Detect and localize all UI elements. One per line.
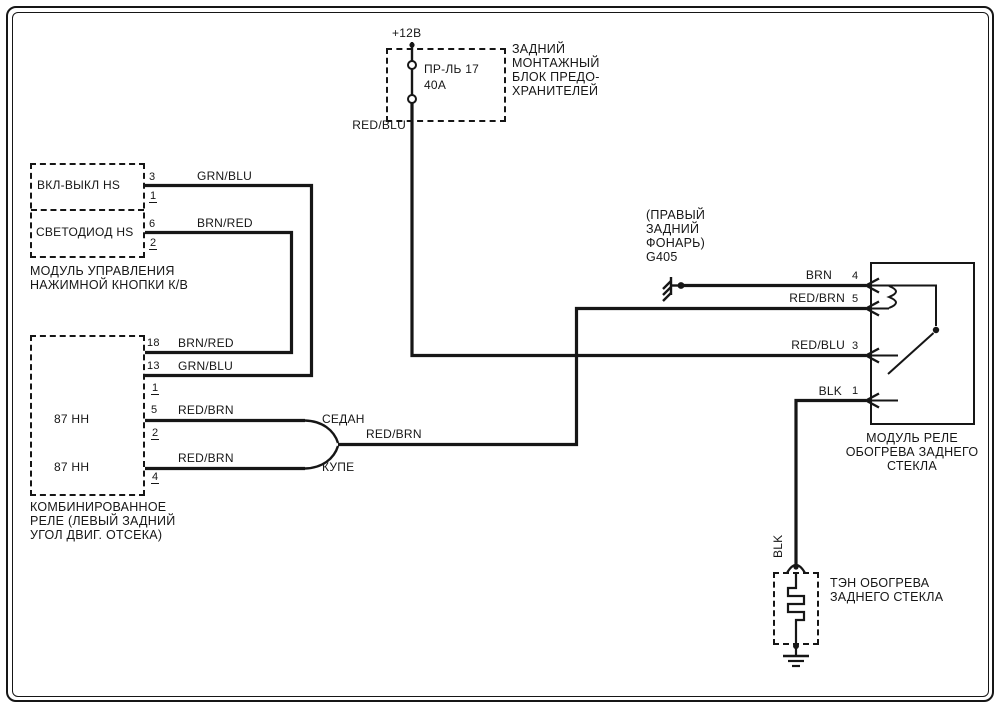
wire-brn-red <box>145 230 294 355</box>
combo-relay-caption-line: УГОЛ ДВИГ. ОТСЕКА) <box>30 528 163 542</box>
fuse-box-caption-line: ЗАДНИЙ <box>512 42 566 56</box>
relay-module-caption: МОДУЛЬ РЕЛЕ ОБОГРЕВА ЗАДНЕГО СТЕКЛА <box>822 431 1000 473</box>
relay-coil-icon <box>886 285 897 309</box>
relay-module-caption-line: ОБОГРЕВА ЗАДНЕГО <box>845 445 979 459</box>
fuse-box <box>386 48 506 122</box>
sedan-label: СЕДАН <box>322 412 365 426</box>
switch-label: ВКЛ-ВЫКЛ HS <box>37 178 121 192</box>
tail-lamp-ground-caption-line: ФОНАРЬ) <box>646 236 706 250</box>
relay-pin-number-4: 4 <box>852 270 859 282</box>
fuse-terminal-top <box>407 60 417 70</box>
tail-lamp-ground-caption-line: G405 <box>646 250 678 264</box>
fuse-symbol <box>407 42 417 104</box>
internal-terminal-87-b: 87 НН <box>54 460 90 474</box>
relay-pin-arrow-icons <box>863 277 880 409</box>
heater-element-symbol <box>783 563 809 668</box>
pin-number-13: 13 <box>147 360 160 372</box>
wire-label-brn: BRN <box>805 268 832 282</box>
wire-label-red-blu-pin3: RED/BLU <box>791 338 845 352</box>
combo-relay-caption-line: РЕЛЕ (ЛЕВЫЙ ЗАДНИЙ <box>30 514 176 528</box>
wire-red-brn-merged <box>338 306 866 447</box>
relay-module-caption-line: СТЕКЛА <box>887 459 937 473</box>
pin-number-2: 2 <box>149 237 158 250</box>
control-module-divider <box>31 209 144 211</box>
wire-label-red-brn-pin5: RED/BRN <box>789 291 845 305</box>
tail-lamp-ground-caption: (ПРАВЫЙ ЗАДНИЙ ФОНАРЬ) G405 <box>646 208 705 264</box>
control-module-caption-line: МОДУЛЬ УПРАВЛЕНИЯ <box>30 264 175 278</box>
pin-number-2-combo: 2 <box>151 427 160 440</box>
pin-number-4-combo: 4 <box>151 471 160 484</box>
wire-label-blk-pin1: BLK <box>818 384 842 398</box>
combo-relay-caption: КОМБИНИРОВАННОЕ РЕЛЕ (ЛЕВЫЙ ЗАДНИЙ УГОЛ … <box>30 500 176 542</box>
ground-g405-symbol <box>662 277 685 302</box>
wire-label-grn-blu: GRN/BLU <box>197 169 253 183</box>
page-frame-inner <box>11 11 989 697</box>
pin-number-4-combo-text: 4 <box>151 471 160 484</box>
resistor-icon <box>786 572 806 645</box>
heater-caption-line: ТЭН ОБОГРЕВА <box>830 576 930 590</box>
led-label: СВЕТОДИОД HS <box>36 225 134 239</box>
combo-relay-caption-line: КОМБИНИРОВАННОЕ <box>30 500 167 514</box>
pin-number-1-combo-text: 1 <box>151 382 160 395</box>
control-module-caption: МОДУЛЬ УПРАВЛЕНИЯ НАЖИМНОЙ КНОПКИ К/В <box>30 264 188 292</box>
supply-voltage-label: +12В <box>392 26 422 40</box>
relay-contact-dot <box>932 326 940 334</box>
wire-red-blu-main <box>410 103 866 358</box>
wire-label-blk-vertical: BLK <box>771 534 785 558</box>
tail-lamp-ground-caption-line: ЗАДНИЙ <box>646 222 700 236</box>
pin-number-18: 18 <box>147 337 160 349</box>
wire-label-brn-red-18: BRN/RED <box>178 336 234 350</box>
pin-number-1-combo: 1 <box>151 382 160 395</box>
relay-module-caption-line: МОДУЛЬ РЕЛЕ <box>866 431 958 445</box>
fuse-box-caption-line: МОНТАЖНЫЙ <box>512 56 600 70</box>
pin-number-2-text: 2 <box>149 237 158 250</box>
wire-label-red-brn-4: RED/BRN <box>178 451 234 465</box>
relay-internal-schematic <box>866 284 940 402</box>
fuse-rating-label: 40А <box>424 78 447 92</box>
fuse-box-caption: ЗАДНИЙ МОНТАЖНЫЙ БЛОК ПРЕДО- ХРАНИТЕЛЕЙ <box>512 42 600 98</box>
wire-label-red-blu-out: RED/BLU <box>352 118 406 132</box>
wire-grn-blu <box>145 183 314 378</box>
pin-number-1-text: 1 <box>149 190 158 203</box>
pin-number-2-combo-text: 2 <box>151 427 160 440</box>
relay-module-box <box>870 262 975 425</box>
page-frame-outer <box>6 6 994 702</box>
relay-pin-number-5: 5 <box>852 293 859 305</box>
pin-number-3: 3 <box>149 171 156 183</box>
pin-number-1: 1 <box>149 190 158 203</box>
fuse-box-caption-line: ХРАНИТЕЛЕЙ <box>512 84 599 98</box>
relay-pin-number-3: 3 <box>852 340 859 352</box>
heater-caption: ТЭН ОБОГРЕВА ЗАДНЕГО СТЕКЛА <box>830 576 943 604</box>
relay-switch-blade <box>887 332 935 375</box>
pin-number-5-combo: 5 <box>151 404 158 416</box>
coupe-label: КУПЕ <box>322 460 355 474</box>
heater-caption-line: ЗАДНЕГО СТЕКЛА <box>830 590 944 604</box>
merge-brace <box>304 419 340 470</box>
fuse-name-label: ПР-ЛЬ 17 <box>424 62 480 76</box>
internal-terminal-87-a: 87 НН <box>54 412 90 426</box>
fuse-terminal-bottom <box>407 94 417 104</box>
relay-pin-number-1: 1 <box>852 385 859 397</box>
combo-relay-box <box>30 335 145 496</box>
wire-label-red-brn-merged: RED/BRN <box>366 427 422 441</box>
pin-number-6: 6 <box>149 218 156 230</box>
wire-blk <box>794 398 866 566</box>
wire-label-grn-blu-13: GRN/BLU <box>178 359 234 373</box>
control-module-caption-line: НАЖИМНОЙ КНОПКИ К/В <box>30 278 189 292</box>
wire-label-red-brn-5: RED/BRN <box>178 403 234 417</box>
tail-lamp-ground-caption-line: (ПРАВЫЙ <box>646 208 706 222</box>
wire-label-brn-red: BRN/RED <box>197 216 253 230</box>
fuse-box-caption-line: БЛОК ПРЕДО- <box>512 70 600 84</box>
